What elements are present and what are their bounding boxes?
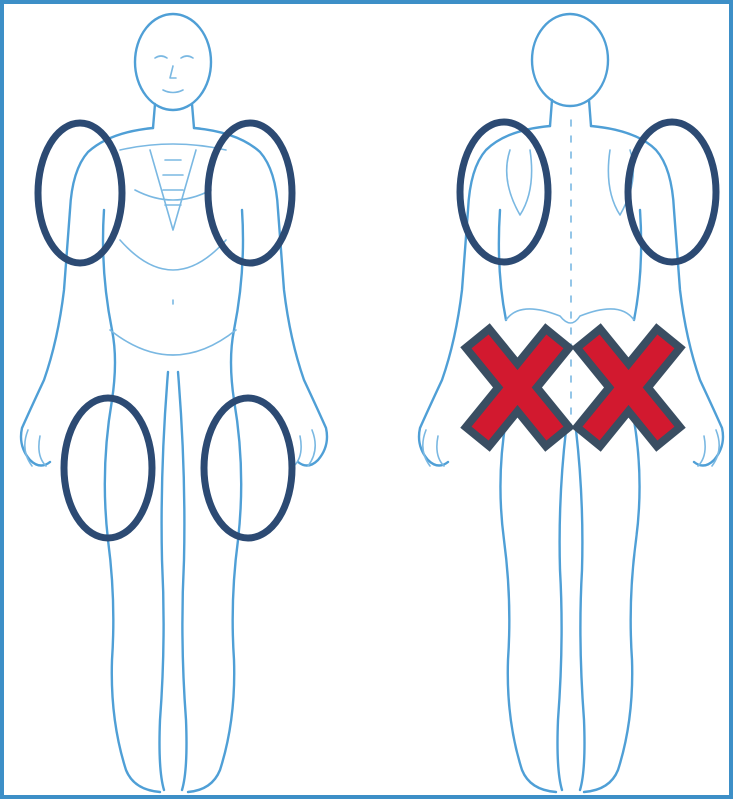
back-right-buttock-x-mark [598, 350, 659, 425]
back-left-buttock-x-mark [487, 350, 548, 425]
front-body-figure [21, 14, 327, 792]
back-left-shoulder-ring [460, 122, 548, 262]
back-body-figure [419, 14, 723, 792]
front-left-shoulder-ring [38, 123, 122, 263]
front-right-thigh-ring [204, 398, 292, 538]
